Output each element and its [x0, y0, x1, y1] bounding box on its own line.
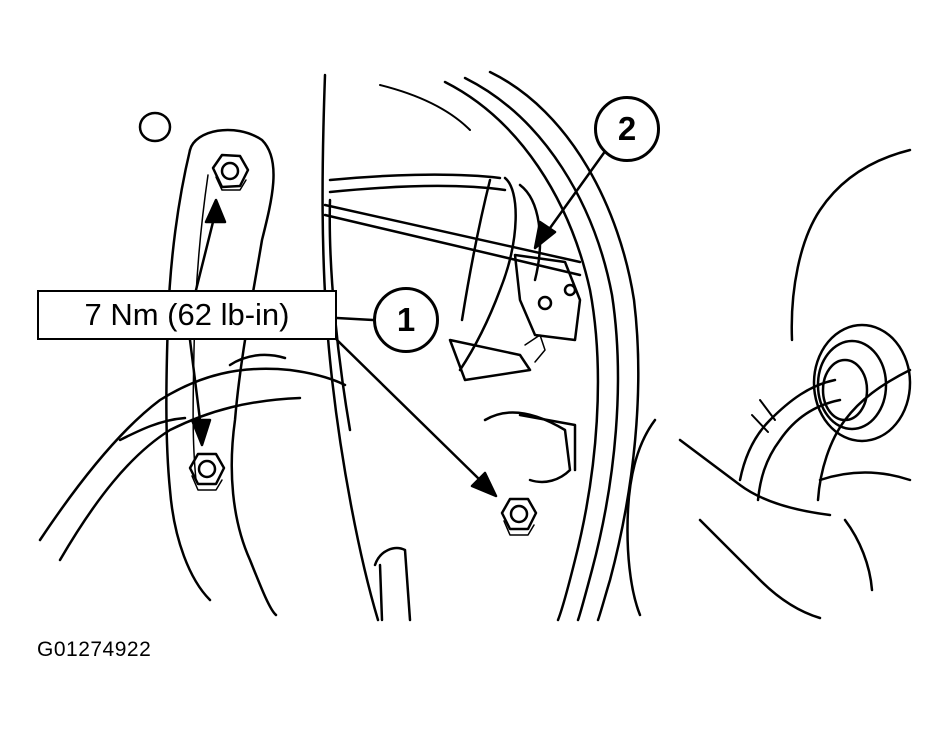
center-nut [500, 497, 538, 536]
lower-tool [373, 546, 412, 622]
leader-callout-2 [543, 148, 608, 237]
control-cables [458, 176, 517, 372]
leader-upper-nut [194, 208, 218, 292]
regulator-rail [323, 203, 582, 264]
wiring-harness [38, 367, 347, 542]
lower-left-nut [188, 452, 226, 491]
leader-lower-nut [188, 338, 202, 422]
small-hole [138, 111, 172, 143]
hose [738, 378, 837, 482]
leader-torque [335, 316, 375, 322]
callout-2: 2 [594, 96, 660, 162]
leader-center-nut [335, 338, 482, 482]
connector [483, 411, 572, 484]
torque-spec-label: 7 Nm (62 lb-in) [37, 290, 337, 340]
grommet [812, 323, 912, 443]
figure-id: G01274922 [37, 638, 152, 661]
right-panel [790, 148, 912, 342]
upper-nut [211, 153, 250, 191]
trim-lower-right [626, 418, 657, 617]
door-panel-edge [321, 73, 380, 622]
latch-bracket [513, 253, 582, 342]
callout-1: 1 [373, 287, 439, 353]
